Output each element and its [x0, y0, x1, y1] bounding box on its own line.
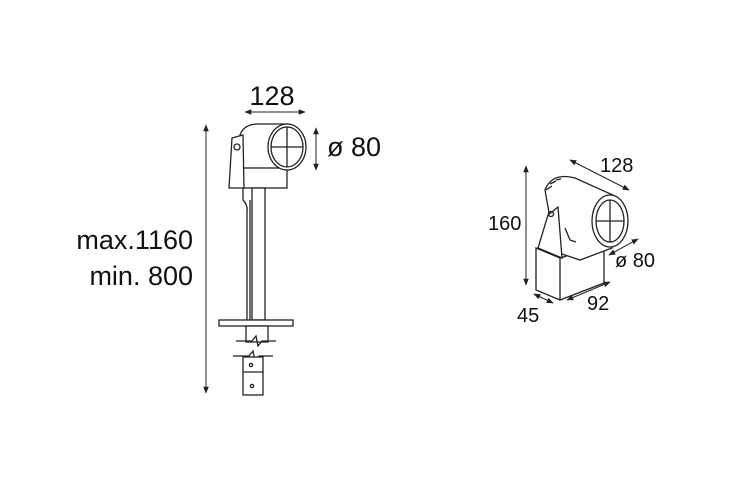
luminaire-head — [228, 123, 307, 189]
pole — [218, 187, 294, 396]
isometric-view-luminaire: 160 128 ø 80 92 45 — [488, 155, 655, 327]
length-dimension-arrow — [569, 159, 630, 191]
depth-dimension-arrow — [533, 293, 554, 304]
length-label: 128 — [600, 155, 633, 177]
width-label: 128 — [249, 81, 294, 111]
height-max-label: max.1160 — [76, 225, 193, 255]
diameter-label: ø 80 — [327, 132, 381, 162]
diameter-dimension-arrow — [608, 238, 639, 256]
height-min-label: min. 800 — [89, 261, 193, 291]
luminaire-body — [535, 175, 629, 301]
depth-label: 45 — [517, 305, 539, 327]
diameter-label: ø 80 — [615, 250, 655, 272]
width-label: 92 — [587, 293, 609, 315]
side-view-spike-luminaire: 128 max.1160 min. 800 ø 80 — [76, 81, 381, 396]
height-label: 160 — [488, 213, 521, 235]
width-dimension-arrow — [566, 281, 611, 301]
